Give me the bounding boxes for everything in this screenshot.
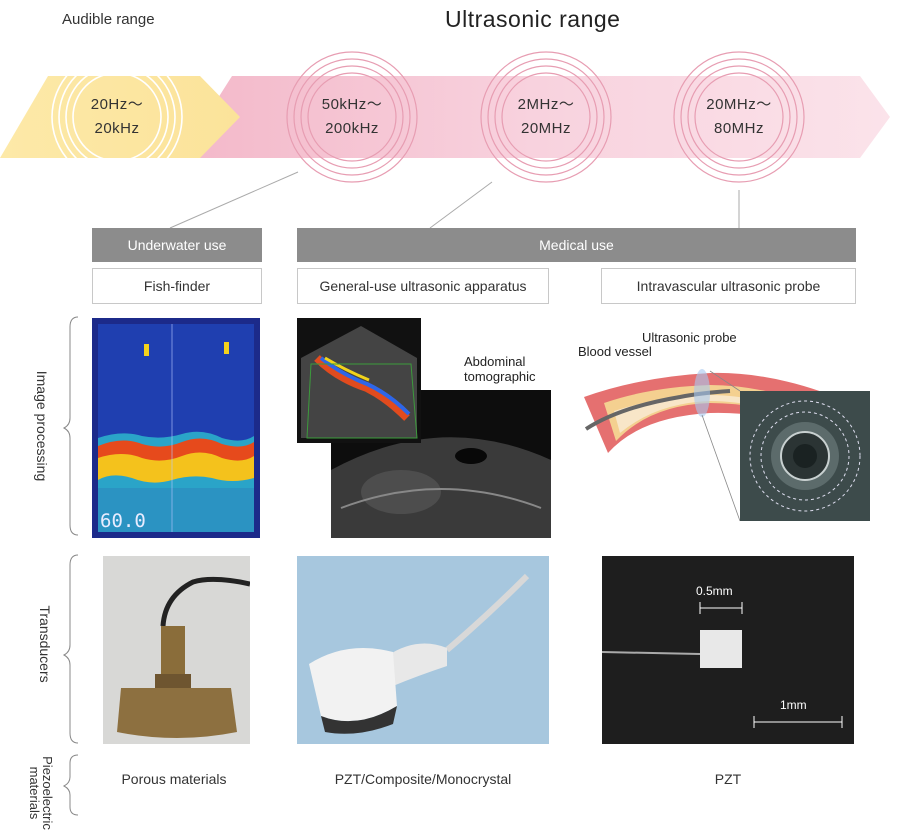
freq-band-low-line2: 200kHz: [325, 120, 379, 137]
ultrasonic-range-title: Ultrasonic range: [445, 6, 621, 32]
abdominal-label: Abdominal tomographic: [464, 354, 536, 384]
general-apparatus-box: General-use ultrasonic apparatus: [297, 268, 549, 304]
ultrasonic-probe-label: Ultrasonic probe: [642, 330, 737, 345]
doppler-ultrasound-image: [297, 318, 421, 443]
ring-group-1: [51, 51, 183, 183]
freq-band-audible-line1: 20Hz～: [90, 96, 144, 113]
abdominal-label-line1: Abdominal: [464, 354, 526, 369]
fish-finder-depth-readout: 60.0: [100, 510, 146, 532]
ring-group-2: [286, 51, 418, 183]
row-label-piezo-line1: Piezoelectric: [40, 756, 55, 830]
bracket-piezo: [62, 754, 79, 816]
bracket-transducers: [62, 554, 79, 744]
freq-band-mid-line2: 20MHz: [520, 120, 571, 137]
audible-band-arrow: [0, 76, 240, 158]
frequency-band-graphic: [0, 51, 890, 229]
row-label-piezo: Piezoelectric materials: [27, 748, 55, 838]
freq-band-audible: 20Hz～ 20kHz: [62, 93, 172, 141]
freq-band-low-line1: 50kHz～: [321, 96, 383, 113]
scale-label-large: 1mm: [780, 698, 807, 712]
ring-group-4: [673, 51, 805, 183]
fish-finder-image: 60.0: [92, 318, 260, 538]
medical-use-bar: Medical use: [297, 228, 856, 262]
row-brackets: [62, 316, 79, 816]
audible-range-label: Audible range: [62, 11, 155, 28]
connector-line-underwater: [169, 171, 299, 229]
intravascular-probe-box: Intravascular ultrasonic probe: [601, 268, 856, 304]
row-label-transducers: Transducers: [37, 605, 53, 683]
scale-label-small: 0.5mm: [696, 584, 733, 598]
abdominal-label-line2: tomographic: [464, 369, 536, 384]
fish-finder-box: Fish-finder: [92, 268, 262, 304]
ring-group-3: [480, 51, 612, 183]
pzt-micrograph-photo: 0.5mm 1mm: [602, 556, 854, 744]
freq-band-high-line1: 20MHz～: [706, 96, 772, 113]
intravascular-illustration: [584, 369, 870, 522]
ultrasonic-band-arrow: [180, 76, 890, 158]
freq-band-high: 20MHz～ 80MHz: [684, 93, 794, 141]
connector-line-general: [429, 181, 493, 229]
underwater-use-bar: Underwater use: [92, 228, 262, 262]
fish-finder-transducer-photo: [103, 556, 250, 744]
bracket-image-processing: [62, 316, 79, 536]
freq-band-mid-line1: 2MHz～: [517, 96, 575, 113]
freq-band-high-line2: 80MHz: [713, 120, 764, 137]
abdominal-tomographic-image: [331, 390, 551, 538]
freq-band-audible-line2: 20kHz: [94, 120, 140, 137]
freq-band-mid: 2MHz～ 20MHz: [491, 93, 601, 141]
medical-probe-photo: [297, 556, 549, 744]
material-porous: Porous materials: [121, 771, 227, 787]
material-pzt-composite: PZT/Composite/Monocrystal: [334, 771, 512, 787]
material-pzt: PZT: [714, 771, 742, 787]
blood-vessel-label: Blood vessel: [578, 344, 652, 359]
row-label-image-processing: Image processing: [34, 370, 50, 482]
freq-band-low: 50kHz～ 200kHz: [297, 93, 407, 141]
